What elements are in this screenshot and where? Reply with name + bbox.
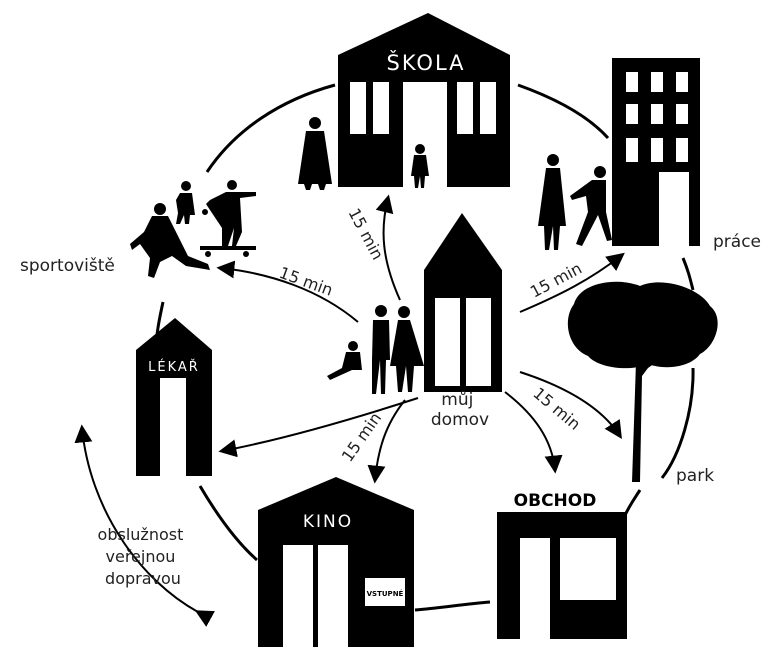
home-building	[424, 213, 502, 392]
sports-label: sportoviště	[20, 256, 115, 276]
work-label: práce	[713, 232, 761, 252]
home-label-line-1: můj	[441, 390, 473, 410]
transport-label-line-1: obslužnost	[98, 525, 184, 544]
school-figures	[298, 117, 429, 190]
arrow-to-cinema	[367, 399, 406, 484]
park-tree	[567, 281, 718, 482]
transport-label-line-2: veřejnou	[106, 547, 176, 566]
arrow-to-shop	[504, 391, 563, 474]
arrow-to-doctor	[218, 397, 419, 458]
shop-building	[497, 512, 627, 639]
arrow-to-park	[519, 371, 622, 440]
arrow-to-sports	[216, 260, 359, 323]
transport-label-line-3: dopravou	[105, 569, 181, 588]
home-label: můj domov	[431, 390, 489, 430]
sports-figures	[130, 180, 256, 278]
route-arrows	[216, 194, 625, 484]
park-label: park	[676, 466, 714, 486]
school-building	[338, 13, 510, 187]
cinema-building	[258, 477, 414, 647]
transport-arrow	[74, 424, 215, 627]
family-figures	[327, 305, 424, 394]
work-figures	[538, 154, 612, 250]
work-building	[612, 58, 700, 246]
cinema-label: KINO	[303, 512, 353, 532]
transport-label: obslužnost veřejnou dopravou	[98, 525, 189, 588]
arrow-to-work	[519, 252, 625, 313]
home-label-line-2: domov	[431, 410, 489, 430]
cinema-sign: VSTUPNÉ	[367, 589, 404, 598]
doctor-building	[136, 318, 212, 476]
school-label: ŠKOLA	[386, 50, 465, 75]
time-to-sports: 15 min	[277, 263, 336, 300]
shop-label: OBCHOD	[514, 491, 597, 511]
arrow-to-school	[375, 194, 401, 301]
time-to-school: 15 min	[344, 205, 387, 263]
doctor-label: LÉKAŘ	[148, 359, 200, 375]
